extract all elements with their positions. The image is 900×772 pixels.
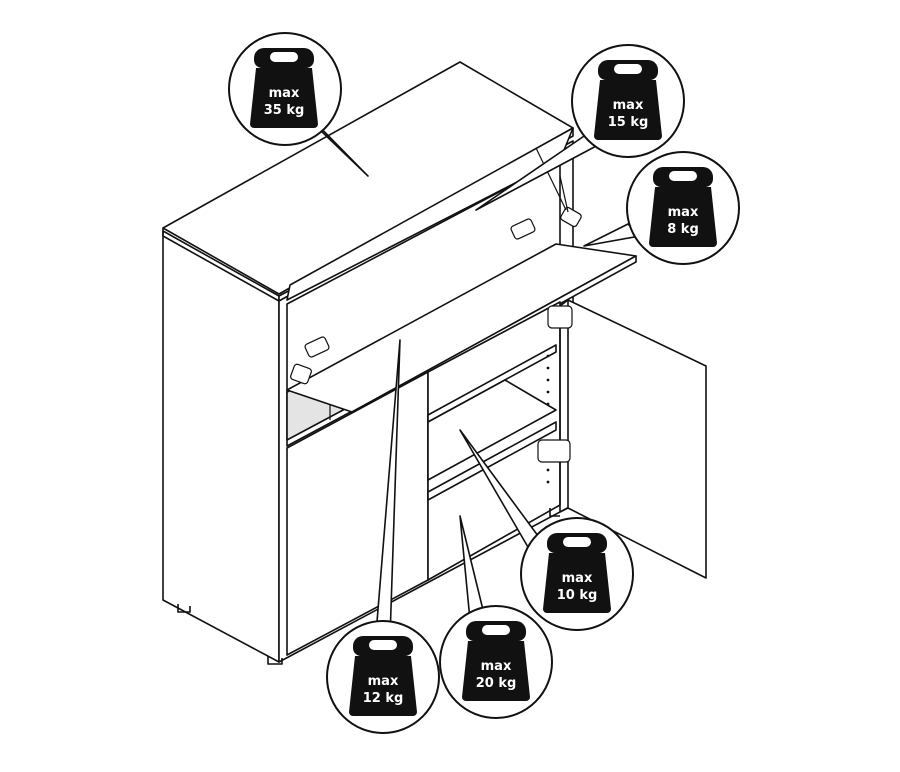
hinge-hardware [290, 147, 582, 463]
middle-shelf [427, 344, 557, 423]
callout-35kg-value: 35 kg [264, 103, 305, 118]
callout-12kg-max: max [368, 674, 399, 689]
callout-8kg: max 8 kg [626, 151, 740, 265]
callout-20kg: max 20 kg [439, 605, 553, 719]
callout-35kg-max: max [269, 86, 300, 101]
callout-8kg-value: 8 kg [667, 222, 699, 237]
callout-8kg-max: max [668, 205, 699, 220]
lower-shelf [427, 421, 557, 501]
cabinet-side-panel [162, 230, 280, 663]
callout-15kg: max 15 kg [571, 44, 685, 158]
callout-20kg-max: max [481, 659, 512, 674]
callout-10kg-value: 10 kg [557, 588, 598, 603]
right-door [567, 299, 707, 579]
callout-12kg-value: 12 kg [363, 691, 404, 706]
callout-12kg: max 12 kg [326, 620, 440, 734]
callout-15kg-max: max [613, 98, 644, 113]
callout-35kg: max 35 kg [228, 32, 342, 146]
callout-10kg-max: max [562, 571, 593, 586]
callout-15kg-value: 15 kg [608, 115, 649, 130]
shelf-pin-holes [546, 354, 550, 484]
callout-20kg-value: 20 kg [476, 676, 517, 691]
flap-lid [286, 127, 574, 301]
callout-10kg: max 10 kg [520, 517, 634, 631]
